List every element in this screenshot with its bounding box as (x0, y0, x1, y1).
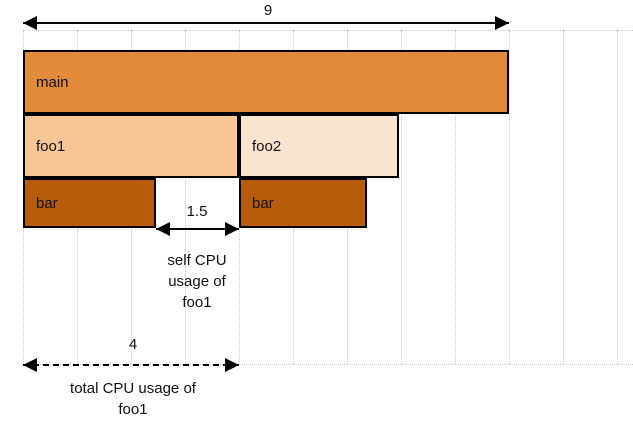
arrowhead-right-icon (225, 222, 239, 236)
frame-label: foo1 (36, 137, 66, 155)
measure-self-cpu-line (156, 228, 239, 230)
measure-total-main-line (23, 22, 509, 24)
arrowhead-right-icon (225, 358, 239, 372)
caption-line: self CPU (167, 252, 227, 269)
measure-total-main-value: 9 (263, 2, 273, 19)
caption-line: total CPU usage of (70, 380, 196, 397)
gridline-horizontal (23, 364, 633, 365)
frame-bar-1[interactable]: bar (23, 178, 156, 228)
frame-label: foo2 (252, 137, 282, 155)
caption-line: foo1 (118, 401, 148, 418)
measure-self-cpu-caption: self CPU usage of foo1 (167, 250, 226, 313)
frame-foo1[interactable]: foo1 (23, 114, 239, 178)
frame-label: bar (36, 194, 58, 212)
frame-label: main (36, 73, 69, 91)
gridline-vertical (185, 30, 186, 364)
frame-foo2[interactable]: foo2 (239, 114, 399, 178)
frame-bar-2[interactable]: bar (239, 178, 367, 228)
caption-line: usage of (168, 273, 226, 290)
frame-label: bar (252, 194, 274, 212)
gridline-vertical (401, 30, 402, 364)
gridline-vertical (455, 30, 456, 364)
gridline-vertical (617, 30, 618, 364)
gridline-vertical (563, 30, 564, 364)
gridline-horizontal (23, 30, 633, 31)
arrowhead-left-icon (156, 222, 170, 236)
gridline-vertical (509, 30, 510, 364)
arrowhead-right-icon (495, 16, 509, 30)
arrowhead-left-icon (23, 16, 37, 30)
measure-total-cpu-line (23, 364, 239, 366)
arrowhead-left-icon (23, 358, 37, 372)
measure-total-cpu-value: 4 (128, 336, 138, 353)
caption-line: foo1 (182, 294, 212, 311)
measure-total-cpu-caption: total CPU usage of foo1 (70, 378, 196, 420)
measure-self-cpu-value: 1.5 (186, 203, 208, 220)
frame-main[interactable]: main (23, 50, 509, 114)
